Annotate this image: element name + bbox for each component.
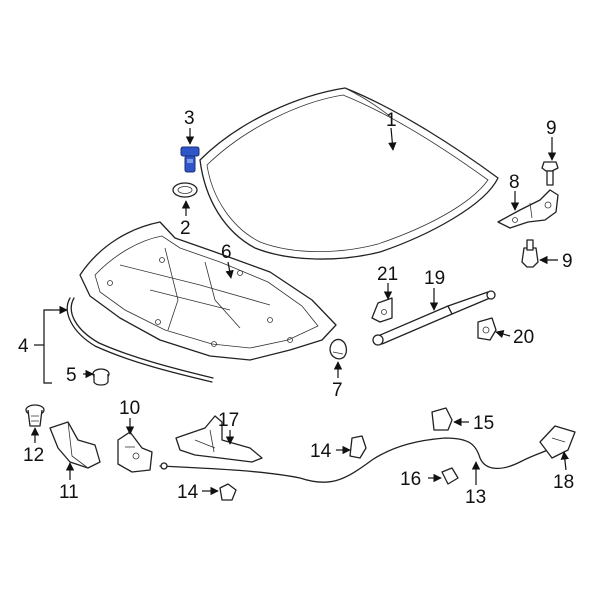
leader-lines <box>30 127 570 496</box>
callout-16: 16 <box>400 469 421 490</box>
callout-3: 3 <box>184 108 195 129</box>
callout-18: 18 <box>553 472 574 493</box>
callout-12: 12 <box>23 445 44 466</box>
callout-4: 4 <box>18 336 29 357</box>
highlighted-part-3[interactable] <box>180 146 200 173</box>
callout-9-upper: 9 <box>546 118 557 139</box>
hood-panel[interactable] <box>199 87 499 260</box>
clip-16[interactable] <box>441 467 459 485</box>
callout-9-lower: 9 <box>562 251 573 272</box>
callout-20: 20 <box>513 327 534 348</box>
hood-insulator-6[interactable] <box>79 221 337 361</box>
clip-15[interactable] <box>431 407 453 431</box>
release-handle-18[interactable] <box>539 425 576 459</box>
bolt-9-lower[interactable] <box>521 239 539 268</box>
callout-21: 21 <box>377 264 398 285</box>
bumper-stop-7[interactable] <box>329 338 348 360</box>
callout-8: 8 <box>509 172 520 193</box>
callout-13: 13 <box>465 487 486 508</box>
seal-ring-2[interactable] <box>172 182 198 198</box>
seal-strip-4[interactable] <box>66 297 214 383</box>
callout-1: 1 <box>386 110 397 131</box>
callout-10: 10 <box>119 398 140 419</box>
callout-14-upper: 14 <box>310 441 332 462</box>
release-cable-13[interactable] <box>159 437 553 483</box>
callout-19: 19 <box>424 268 445 289</box>
push-clip-12[interactable] <box>25 404 45 427</box>
callout-14-lower: 14 <box>177 482 199 503</box>
clip-14-lower[interactable] <box>219 483 237 501</box>
callout-11: 11 <box>59 482 79 503</box>
clip-5[interactable] <box>92 368 110 386</box>
lift-support-19[interactable] <box>372 290 496 346</box>
bracket-11[interactable] <box>49 421 101 469</box>
clip-14-upper[interactable] <box>349 435 367 459</box>
bracket-17[interactable] <box>175 415 263 463</box>
callout-labels: 1 2 3 4 5 6 7 8 9 9 10 11 12 13 14 14 15… <box>18 108 574 508</box>
callout-2: 2 <box>180 218 191 239</box>
hood-latch-10[interactable] <box>117 431 153 473</box>
callout-6: 6 <box>221 242 232 263</box>
callout-17: 17 <box>218 410 239 431</box>
bracket-20[interactable] <box>477 317 497 341</box>
hinge-8[interactable] <box>497 189 559 229</box>
bracket-21[interactable] <box>371 297 393 323</box>
bolt-9-upper[interactable] <box>541 161 559 186</box>
callout-15: 15 <box>473 413 494 434</box>
callout-5: 5 <box>66 365 77 386</box>
callout-7: 7 <box>332 380 343 401</box>
